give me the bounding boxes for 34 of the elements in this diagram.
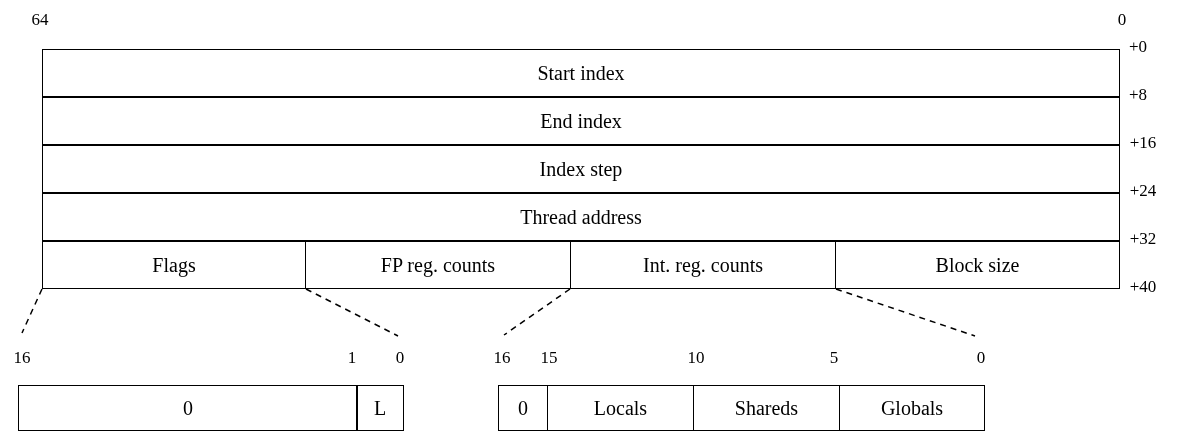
- bit-number: 1: [347, 348, 357, 368]
- bit-field-cell: Locals: [547, 385, 694, 431]
- byte-offset: +40: [1129, 277, 1157, 297]
- field-row: Start index: [42, 49, 1120, 97]
- bit-number: 0: [1117, 10, 1127, 30]
- bit-field-cell: 0: [498, 385, 548, 431]
- bit-number: 5: [829, 348, 839, 368]
- bit-field-cell: 0: [18, 385, 358, 431]
- byte-offset: +8: [1128, 85, 1148, 105]
- field-cell: Int. reg. counts: [570, 241, 836, 289]
- bit-number: 16: [13, 348, 31, 368]
- expansion-line: [305, 288, 399, 337]
- field-cell: Flags: [42, 241, 306, 289]
- bit-number: 10: [687, 348, 705, 368]
- expansion-line: [835, 288, 976, 337]
- bit-number: 16: [493, 348, 511, 368]
- field-row: Thread address: [42, 193, 1120, 241]
- expansion-line: [21, 288, 43, 334]
- bit-field-cell: Globals: [839, 385, 985, 431]
- bit-field-cell: L: [356, 385, 404, 431]
- bit-number: 15: [540, 348, 558, 368]
- bit-number: 64: [31, 10, 49, 30]
- byte-offset: +24: [1129, 181, 1157, 201]
- field-cell: Block size: [835, 241, 1120, 289]
- expansion-line: [503, 288, 571, 336]
- byte-offset: +32: [1129, 229, 1157, 249]
- field-row: Index step: [42, 145, 1120, 193]
- bit-number: 0: [976, 348, 986, 368]
- bit-number: 0: [395, 348, 405, 368]
- byte-offset: +16: [1129, 133, 1157, 153]
- field-cell: FP reg. counts: [305, 241, 571, 289]
- byte-offset: +0: [1128, 37, 1148, 57]
- bit-field-cell: Shareds: [693, 385, 840, 431]
- field-row: End index: [42, 97, 1120, 145]
